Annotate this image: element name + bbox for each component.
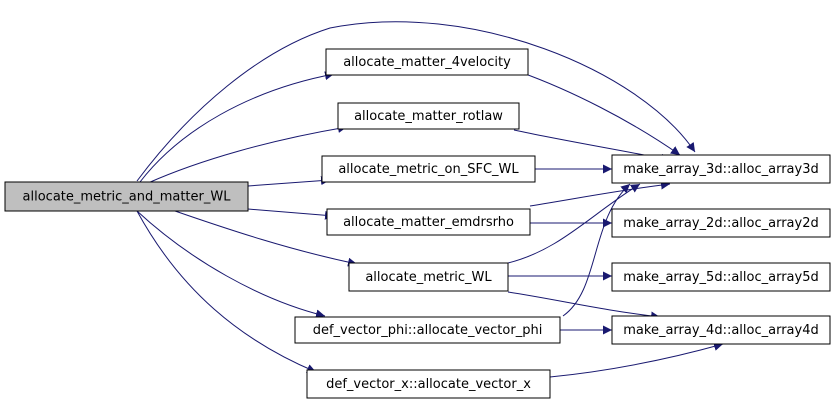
node-label: allocate_metric_and_matter_WL: [23, 190, 232, 205]
edge-m4v-a3d: [519, 71, 681, 156]
node-make-array-4d-alloc-array4d[interactable]: make_array_4d::alloc_array4d: [611, 315, 831, 345]
node-def-vector-phi-allocate-vector-phi[interactable]: def_vector_phi::allocate_vector_phi: [294, 316, 561, 344]
node-make-array-3d-alloc-array3d[interactable]: make_array_3d::alloc_array3d: [611, 154, 831, 184]
node-def-vector-x-allocate-vector-x[interactable]: def_vector_x::allocate_vector_x: [306, 369, 551, 399]
node-label: allocate_matter_4velocity: [343, 55, 511, 70]
node-label: make_array_5d::alloc_array5d: [623, 270, 818, 285]
edge-mwl-a4d: [507, 291, 661, 321]
edge-vx-a4d: [549, 342, 724, 378]
node-label: allocate_metric_on_SFC_WL: [338, 162, 519, 177]
node-label: allocate_matter_emdrsrho: [343, 215, 514, 230]
edge-root-vx: [136, 210, 317, 373]
edge-emd-a3d: [529, 180, 671, 207]
node-allocate-matter-rotlaw[interactable]: allocate_matter_rotlaw: [337, 102, 520, 130]
edge-root-vphi: [136, 210, 326, 319]
node-allocate-matter-4velocity[interactable]: allocate_matter_4velocity: [325, 48, 529, 76]
node-allocate-metric-on-sfc-wl[interactable]: allocate_metric_on_SFC_WL: [321, 155, 536, 183]
node-label: allocate_metric_WL: [365, 270, 492, 285]
edge-root-m4v: [139, 71, 335, 183]
edge-root-a3d: [136, 21, 696, 182]
node-allocate-metric-and-matter-wl[interactable]: allocate_metric_and_matter_WL: [4, 181, 249, 212]
edge-root-sfc: [247, 176, 331, 187]
edge-vphi-a3d: [562, 183, 631, 317]
node-label: def_vector_phi::allocate_vector_phi: [313, 323, 543, 338]
edge-mwl-a3d: [507, 183, 641, 264]
node-label: make_array_4d::alloc_array4d: [623, 323, 818, 338]
node-make-array-2d-alloc-array2d[interactable]: make_array_2d::alloc_array2d: [611, 208, 831, 238]
edge-root-emd: [247, 208, 335, 220]
node-allocate-metric-wl[interactable]: allocate_metric_WL: [348, 262, 509, 292]
node-allocate-matter-emdrsrho[interactable]: allocate_matter_emdrsrho: [326, 208, 531, 236]
edge-root-rotlaw: [147, 124, 348, 184]
node-label: make_array_3d::alloc_array3d: [623, 162, 818, 177]
node-label: def_vector_x::allocate_vector_x: [326, 377, 531, 392]
node-label: make_array_2d::alloc_array2d: [623, 216, 818, 231]
node-make-array-5d-alloc-array5d[interactable]: make_array_5d::alloc_array5d: [611, 262, 831, 292]
edge-root-mwl: [174, 210, 358, 267]
nodes: allocate_metric_and_matter_WL allocate_m…: [4, 48, 831, 399]
node-label: allocate_matter_rotlaw: [354, 109, 503, 124]
edges: [136, 21, 724, 378]
